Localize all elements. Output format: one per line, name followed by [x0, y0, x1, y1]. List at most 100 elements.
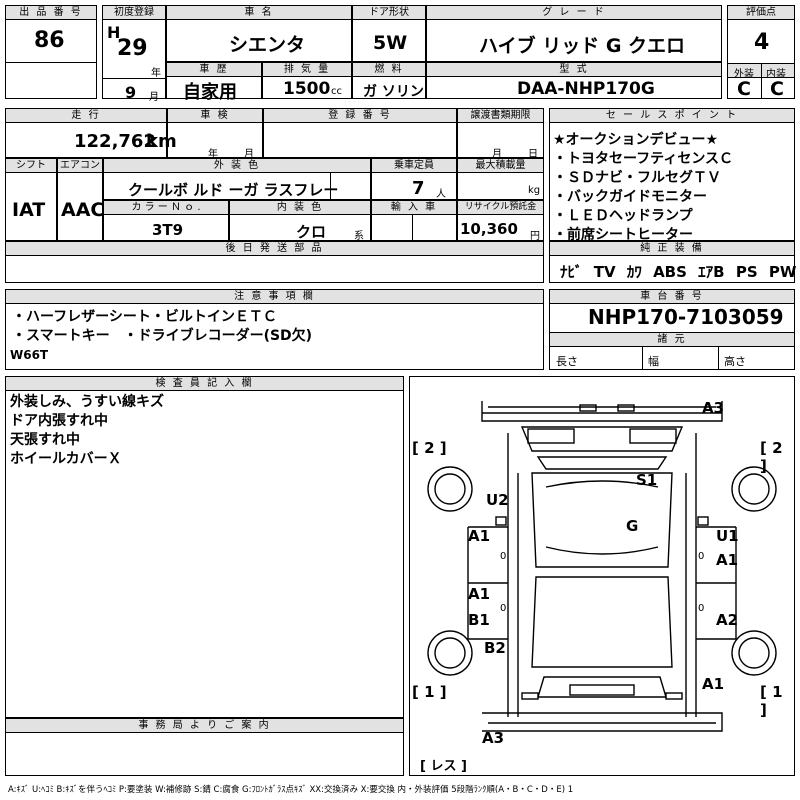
legend: A:ｷｽﾞ U:ﾍｺﾐ B:ｷｽﾞを伴うﾍｺﾐ P:要塗装 W:補修跡 S:錆 … [8, 785, 574, 795]
month-unit: 月 [149, 92, 159, 103]
transfer-day-unit: 日 [528, 149, 538, 160]
grade-cell: グ レ ー ド ハイブ リッド G クエロ [426, 5, 722, 62]
capacity-unit: 人 [436, 189, 446, 200]
model-cell: 型 式 DAA-NHP170G [426, 62, 722, 99]
tire-mark: [ 1 ] [412, 683, 447, 701]
shift-cell: シフト IAT [5, 158, 57, 241]
damage-mark: G [626, 517, 639, 535]
aircon: AAC [61, 199, 105, 221]
later-parts-cell: 後 日 発 送 部 品 [5, 241, 544, 283]
import-label: 輸 入 車 [372, 201, 456, 215]
equipment-item: PS [735, 263, 758, 281]
inspection-month-unit: 月 [244, 149, 254, 160]
sales-points-list: ★オークションデビュー★ ・トヨタセーフティセンスＣ ・ＳＤナビ・フルセグＴＶ … [553, 131, 733, 245]
door-zero: 0 [698, 603, 705, 614]
color-no: 3T9 [152, 221, 184, 239]
color-no-label: カ ラ ー Ｎ ｏ . [104, 201, 228, 215]
mileage-cell: 走 行 122,762 km [5, 108, 177, 158]
equipment-list: ﾅﾋﾞ TV ｶﾜ ABS ｴｱB PS PW [560, 261, 796, 282]
lot-number: 86 [34, 28, 65, 53]
ext-score-label: 外装 [734, 69, 754, 80]
sales-point: ・ＳＤナビ・フルセグＴＶ [553, 170, 721, 186]
displacement: 1500 [283, 79, 331, 99]
capacity-cell: 乗車定員 7 人 [371, 158, 457, 200]
recycle-fee: 10,360 [460, 220, 518, 238]
damage-mark: A2 [716, 611, 739, 629]
ext-score: C [737, 78, 751, 100]
transfer-month-unit: 月 [492, 149, 502, 160]
door-type: 5W [373, 32, 408, 54]
damage-mark: A1 [702, 675, 725, 693]
note-line: W66T [10, 348, 49, 362]
car-diagram: A3 [ 2 ] [ 2 ] S1 U2 G A1 U1 A1 A1 B1 A2… [409, 376, 795, 776]
shift: IAT [12, 199, 46, 221]
sales-points-label: セ ー ル ス ポ イ ン ト [550, 109, 794, 123]
inspector-line: 天張すれ中 [10, 432, 80, 448]
sales-point: ・ＬＥＤヘッドランプ [553, 208, 693, 224]
damage-mark: A3 [482, 729, 505, 747]
sales-point: ・前席シートヒーター [553, 227, 693, 243]
equipment-item: ﾅﾋﾞ [560, 263, 583, 281]
history-label: 車 歴 [167, 63, 261, 77]
chassis-label: 車 台 番 号 [550, 290, 794, 304]
fuel-cell: 燃 料 ガ ソリン [352, 62, 426, 100]
recycle-unit: 円 [530, 231, 540, 242]
fuel-label: 燃 料 [353, 63, 425, 77]
office-label: 事 務 局 よ り ご 案 内 [6, 719, 403, 733]
equipment-item: TV [593, 263, 616, 281]
inspector-line: ホイールカバーＸ [10, 451, 122, 467]
inspection-year-unit: 年 [208, 149, 218, 160]
color-no-cell: カ ラ ー Ｎ ｏ . 3T9 [103, 200, 229, 241]
door-label: ドア形状 [353, 6, 425, 20]
spare-tire-mark: [ レス ] [420, 759, 467, 774]
transfer-cell: 譲渡書類期限 月 日 [457, 108, 544, 160]
aircon-label: エアコン [58, 159, 102, 173]
import-cell: 輸 入 車 [371, 200, 457, 241]
model-label: 型 式 [427, 63, 721, 77]
score: 4 [754, 30, 770, 55]
damage-mark: S1 [636, 471, 658, 489]
equipment-item: PW [768, 263, 797, 281]
lot-label: 出 品 番 号 [6, 6, 96, 20]
inspection-cell: 車 検 年 月 [167, 108, 263, 160]
chassis-cell: 車 台 番 号 NHP170-7103059 諸 元 長さ 幅 高さ [549, 289, 795, 370]
grade: ハイブ リッド G クエロ [479, 35, 686, 57]
damage-mark: U1 [716, 527, 739, 545]
note-line: ・ハーフレザーシート・ビルトインＥＴＣ [12, 309, 277, 325]
car-name: シエンタ [229, 34, 306, 56]
first-reg-year: 29 [117, 36, 148, 61]
displacement-label: 排 気 量 [263, 63, 351, 77]
sales-point: ★オークションデビュー★ [553, 132, 719, 148]
tire-mark: [ 2 ] [760, 439, 783, 475]
sales-points-cell: セ ー ル ス ポ イ ン ト ★オークションデビュー★ ・トヨタセーフティセン… [549, 108, 795, 243]
recycle-cell: リサイクル預託金 10,360 円 [457, 200, 544, 242]
displacement-unit: cc [331, 86, 342, 97]
inspector-label: 検 査 員 記 入 欄 [6, 377, 403, 391]
tire-mark: [ 1 ] [760, 683, 783, 719]
office-cell: 事 務 局 よ り ご 案 内 [5, 718, 404, 776]
damage-mark: B2 [484, 639, 506, 657]
mileage-unit: km [146, 131, 177, 152]
door-cell: ドア形状 5W [352, 5, 426, 62]
dims-label: 諸 元 [550, 332, 794, 347]
equipment-cell: 純 正 装 備 ﾅﾋﾞ TV ｶﾜ ABS ｴｱB PS PW [549, 241, 796, 283]
first-reg-label: 初度登録 [103, 6, 165, 20]
inspector-line: ドア内張すれ中 [10, 413, 108, 429]
car-name-label: 車 名 [167, 6, 351, 20]
dim-length: 長さ [556, 355, 578, 368]
damage-mark: B1 [468, 611, 490, 629]
grade-label: グ レ ー ド [427, 6, 721, 20]
max-load-cell: 最大積載量 kg [457, 158, 544, 200]
capacity-label: 乗車定員 [372, 159, 456, 173]
dim-height: 高さ [724, 355, 746, 368]
later-parts-label: 後 日 発 送 部 品 [6, 242, 543, 256]
year-unit: 年 [151, 68, 161, 79]
history-cell: 車 歴 自家用 [166, 62, 262, 103]
damage-mark: A1 [468, 527, 491, 545]
model-code: DAA-NHP170G [517, 79, 655, 99]
capacity: 7 [412, 178, 425, 199]
shift-label: シフト [6, 159, 56, 173]
equipment-item: ｴｱB [698, 263, 725, 281]
door-zero: 0 [500, 603, 507, 614]
first-reg-month: 9 [125, 83, 137, 102]
